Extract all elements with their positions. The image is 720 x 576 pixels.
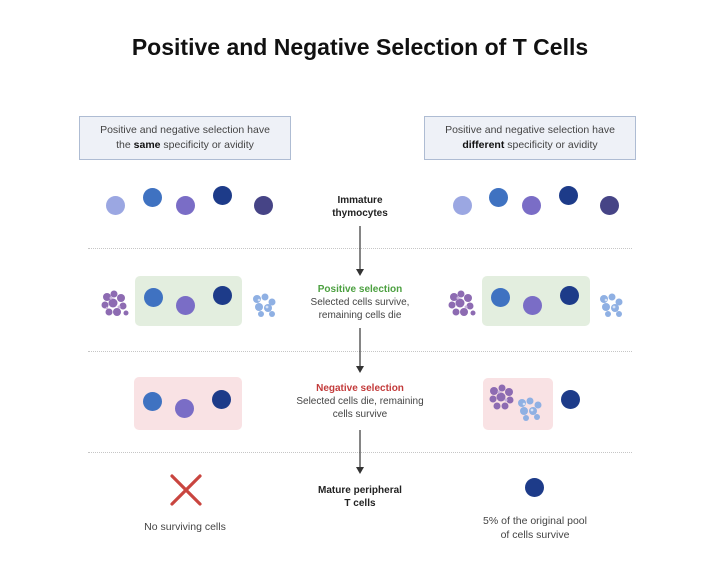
right-header-emphasis: different: [462, 139, 505, 151]
diagram-title: Positive and Negative Selection of T Cel…: [131, 34, 589, 60]
flow-arrows: [356, 226, 364, 474]
right-pos-cell-blue: [491, 288, 510, 307]
left-pos-cell-navy: [213, 286, 232, 305]
right-header-box: Positive and negative selection have dif…: [424, 116, 636, 160]
right-header-line1: Positive and negative selection have: [445, 124, 615, 136]
left-cell-purple: [176, 196, 195, 215]
left-neg-cell-blue: [143, 392, 162, 411]
negative-selection-heading: Negative selection: [316, 383, 404, 394]
left-outcome-caption: No surviving cells: [144, 521, 226, 533]
left-header-prefix: the: [116, 139, 134, 151]
left-neg-cell-navy: [212, 390, 231, 409]
left-header-suffix: specificity or avidity: [160, 139, 254, 151]
right-pos-cell-navy: [560, 286, 579, 305]
left-cell-light: [106, 196, 125, 215]
right-dying-cell-cluster: [448, 290, 476, 316]
right-neg-cell-navy: [561, 390, 580, 409]
left-pos-cell-blue: [144, 288, 163, 307]
right-neg-dying-purple-cluster: [489, 384, 514, 410]
left-cell-blue: [143, 188, 162, 207]
left-cell-navy: [213, 186, 232, 205]
right-cell-light: [453, 196, 472, 215]
left-header-box: Positive and negative selection have the…: [79, 116, 291, 160]
left-header-emphasis: same: [133, 139, 161, 151]
right-cell-navy: [559, 186, 578, 205]
right-cell-purple: [522, 196, 541, 215]
right-cell-blue: [489, 188, 508, 207]
right-outcome-caption: 5% of the original pool of cells survive: [483, 515, 587, 541]
right-dying-cell-cluster-2: [600, 293, 623, 317]
no-survivors-cross-icon: [170, 474, 202, 506]
left-pos-cell-purple: [176, 296, 195, 315]
stage-immature-label: Immature thymocytes: [332, 195, 388, 219]
right-neg-dying-blue-cluster: [518, 397, 542, 421]
left-dying-cell-cluster-2: [253, 293, 276, 317]
positive-selection-heading: Positive selection: [317, 284, 403, 295]
stage-mature-label: Mature peripheral T cells: [318, 485, 402, 509]
left-cell-indigo: [254, 196, 273, 215]
left-neg-cell-purple: [175, 399, 194, 418]
left-dying-cell-cluster: [101, 290, 129, 316]
stage-positive-label: Positive selection Selected cells surviv…: [260, 283, 460, 322]
left-header-line1: Positive and negative selection have: [100, 124, 270, 136]
stage-negative-label: Negative selection Selected cells die, r…: [260, 382, 460, 421]
right-header-suffix: specificity or avidity: [504, 139, 598, 151]
right-cell-indigo: [600, 196, 619, 215]
right-pos-cell-purple: [523, 296, 542, 315]
surviving-cell: [525, 478, 544, 497]
